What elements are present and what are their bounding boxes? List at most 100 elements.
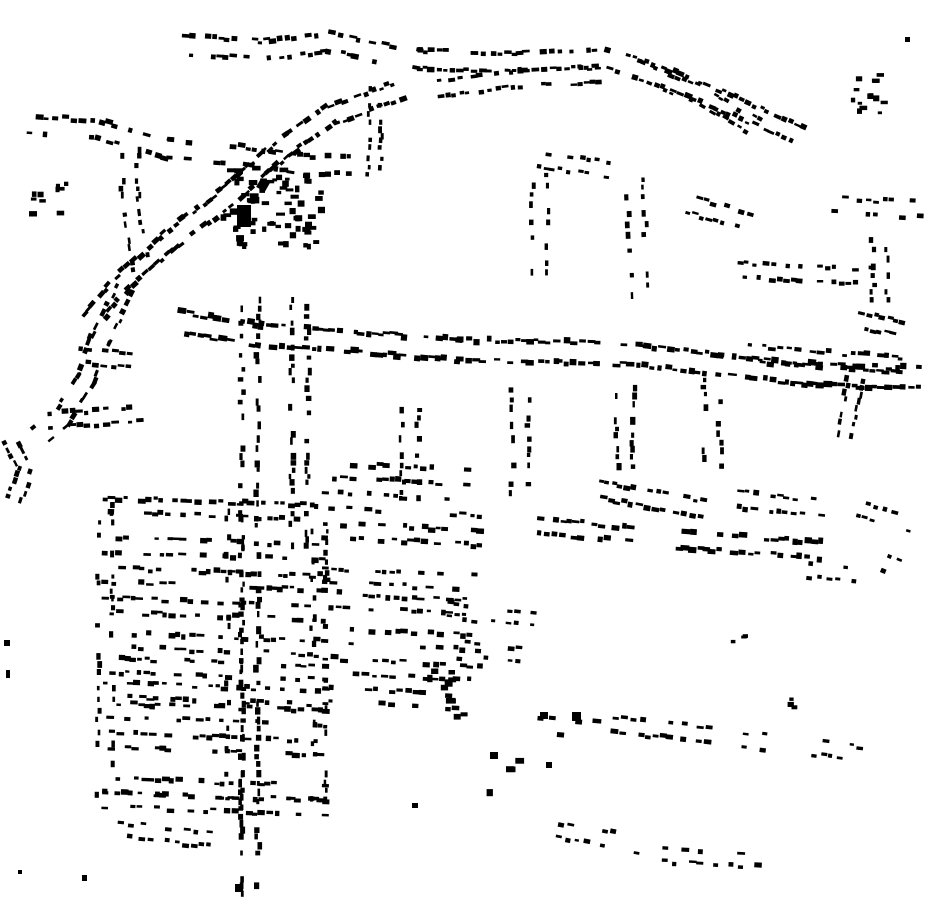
building-footprint — [905, 529, 911, 533]
building-footprint — [307, 675, 315, 680]
building-footprint — [321, 638, 329, 643]
building-footprint — [427, 47, 435, 53]
building-footprint — [696, 861, 704, 865]
building-footprint — [380, 674, 389, 678]
building-footprint — [276, 35, 283, 42]
building-footprint — [291, 377, 295, 384]
building-footprint — [363, 91, 370, 98]
building-footprint — [289, 232, 297, 239]
building-footprint — [770, 538, 779, 542]
building-footprint — [890, 368, 898, 373]
building-footprint — [206, 830, 213, 834]
building-footprint — [871, 384, 877, 389]
building-footprint — [486, 335, 492, 342]
building-footprint — [415, 453, 420, 458]
building-footprint — [270, 323, 279, 328]
building-footprint — [616, 446, 620, 453]
building-footprint — [506, 766, 516, 773]
building-footprint — [257, 788, 261, 797]
building-footprint — [381, 569, 387, 575]
building-footprint — [843, 374, 850, 382]
building-footprint — [825, 348, 832, 354]
building-footprint — [631, 73, 639, 81]
building-footprint — [556, 66, 562, 72]
building-footprint — [271, 586, 278, 590]
building-footprint — [690, 96, 697, 103]
building-footprint — [218, 499, 224, 503]
building-footprint — [69, 407, 76, 413]
building-footprint — [879, 567, 887, 575]
building-footprint — [218, 674, 223, 677]
building-footprint — [289, 208, 296, 215]
building-footprint — [250, 780, 256, 786]
building-footprint — [61, 408, 69, 414]
building-footprint — [892, 318, 899, 324]
building-footprint — [787, 117, 795, 125]
building-footprint — [785, 263, 791, 269]
building-footprint — [422, 676, 429, 682]
building-footprint — [273, 516, 279, 521]
building-footprint — [284, 34, 291, 41]
building-footprint — [331, 567, 337, 571]
building-footprint — [338, 567, 344, 573]
building-footprint — [515, 50, 524, 56]
building-footprint — [652, 65, 659, 71]
building-footprint — [790, 277, 797, 283]
building-footprint — [874, 312, 880, 318]
building-footprint — [514, 609, 521, 614]
building-footprint — [240, 460, 245, 468]
building-footprint — [227, 699, 231, 706]
building-footprint — [287, 54, 293, 60]
building-footprint — [75, 409, 83, 413]
building-footprint — [777, 552, 784, 559]
building-footprint — [311, 542, 320, 546]
building-footprint — [257, 421, 261, 430]
building-footprint — [186, 499, 192, 503]
building-footprint — [90, 117, 96, 123]
building-footprint — [157, 509, 164, 515]
building-footprint — [696, 97, 704, 105]
building-footprint — [675, 69, 685, 78]
building-footprint — [305, 536, 309, 543]
building-footprint — [322, 657, 329, 661]
building-footprint — [905, 37, 910, 42]
building-footprint — [389, 570, 395, 574]
building-footprint — [737, 489, 745, 493]
building-footprint — [81, 391, 89, 400]
building-footprint — [394, 476, 402, 482]
building-footprint — [336, 327, 344, 334]
building-footprint — [151, 236, 161, 246]
building-footprint — [435, 526, 441, 530]
building-footprint — [88, 134, 95, 140]
building-footprint — [255, 398, 259, 406]
building-footprint — [853, 88, 860, 92]
building-footprint — [470, 513, 475, 518]
building-footprint — [312, 752, 318, 757]
building-footprint — [716, 531, 724, 538]
building-footprint — [504, 50, 512, 54]
building-footprint — [679, 736, 687, 743]
building-footprint — [270, 637, 277, 643]
building-footprint — [793, 363, 799, 368]
building-footprint — [101, 550, 108, 556]
building-footprint — [443, 68, 448, 72]
building-footprint — [827, 753, 833, 759]
building-footprint — [310, 528, 314, 535]
building-footprint — [176, 682, 183, 686]
building-footprint — [843, 396, 848, 402]
building-footprint — [531, 182, 536, 189]
building-footprint — [549, 66, 557, 70]
building-footprint — [439, 661, 446, 666]
building-footprint — [261, 720, 269, 725]
building-footprint — [179, 596, 188, 603]
building-footprint — [255, 734, 262, 741]
building-footprint — [103, 300, 110, 307]
building-footprint — [798, 263, 803, 269]
building-footprint — [318, 190, 324, 195]
building-footprint — [399, 452, 404, 460]
building-footprint — [241, 535, 246, 540]
building-footprint — [116, 703, 121, 707]
building-footprint — [238, 353, 243, 358]
building-footprint — [775, 131, 781, 137]
building-footprint — [872, 212, 878, 217]
